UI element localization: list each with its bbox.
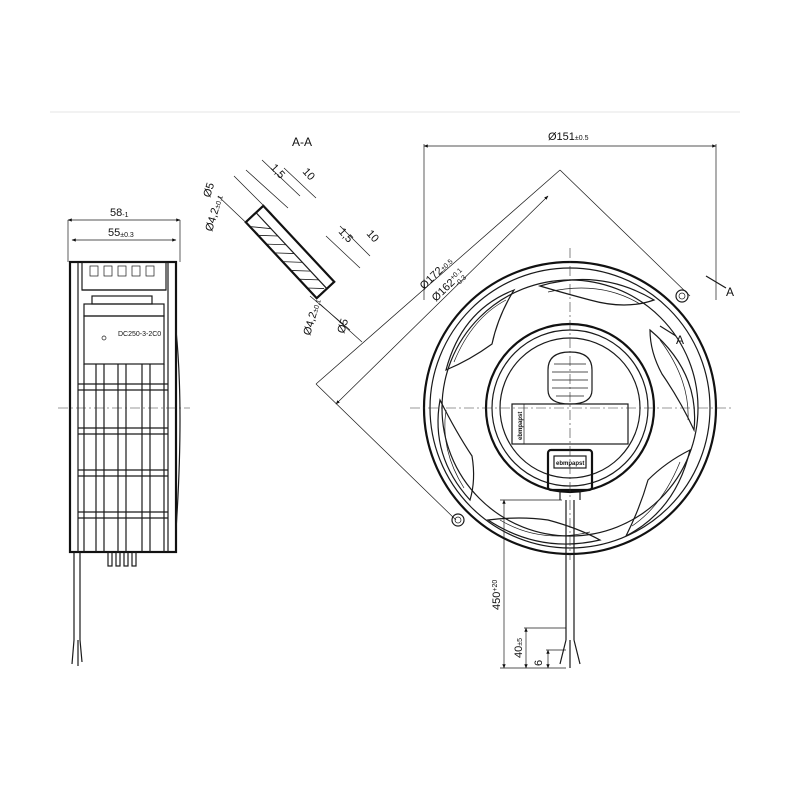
mount-hole-top-right	[675, 289, 689, 303]
sec-d15-top: 1,5	[268, 162, 287, 181]
section-bar	[244, 204, 336, 300]
side-view: 58-1 55±0.3 DC250-3-2C0	[58, 207, 190, 666]
svg-text:Ø4,2±0.1: Ø4,2±0.1	[203, 193, 225, 232]
side-dim-55: 55	[108, 227, 120, 239]
strip-length: 40	[513, 646, 525, 658]
sec-d15-bottom: 1,5	[336, 226, 355, 245]
sec-d10-top: 10	[300, 166, 317, 183]
sec-d42-bottom: Ø4,2	[301, 311, 319, 337]
front-view: Ø151±0.5 Ø172±0.5 Ø162+0.1-0.3 A A	[315, 131, 734, 669]
side-label-plate	[83, 315, 165, 365]
tin-length: 6	[533, 660, 545, 666]
svg-text:450+20: 450+20	[491, 580, 503, 610]
section-mark-a-top: A	[676, 333, 684, 347]
side-label-code: DC250-3-2C0	[118, 331, 161, 338]
side-ribs	[78, 364, 168, 552]
section-title: A-A	[292, 135, 312, 149]
fan-blades	[437, 278, 696, 545]
side-cable	[71, 552, 83, 666]
svg-text:58-1: 58-1	[110, 207, 129, 219]
svg-text:40±5: 40±5	[513, 638, 525, 658]
sec-d10-bottom: 10	[364, 228, 381, 245]
svg-text:Ø151±0.5: Ø151±0.5	[548, 131, 589, 143]
sec-d42-top: Ø4,2	[203, 207, 221, 233]
cable-length: 450	[491, 592, 503, 610]
front-d151: Ø151	[548, 131, 575, 143]
side-dim-58: 58	[110, 207, 122, 219]
section-view: A-A Ø5 Ø4,2±0.1 1,5 10 1,5 10 Ø4	[201, 135, 381, 343]
mount-hole-bottom-left	[451, 513, 465, 527]
hub-vent	[547, 351, 593, 405]
hub-brand: ebmpapst	[518, 412, 524, 440]
svg-text:55±0.3: 55±0.3	[108, 227, 134, 239]
section-mark-a-right: A	[726, 285, 734, 299]
svg-text:Ø4,2±0.1: Ø4,2±0.1	[301, 297, 323, 336]
sec-d5-top: Ø5	[201, 181, 217, 199]
side-housing	[68, 260, 178, 554]
front-cable	[559, 500, 581, 668]
